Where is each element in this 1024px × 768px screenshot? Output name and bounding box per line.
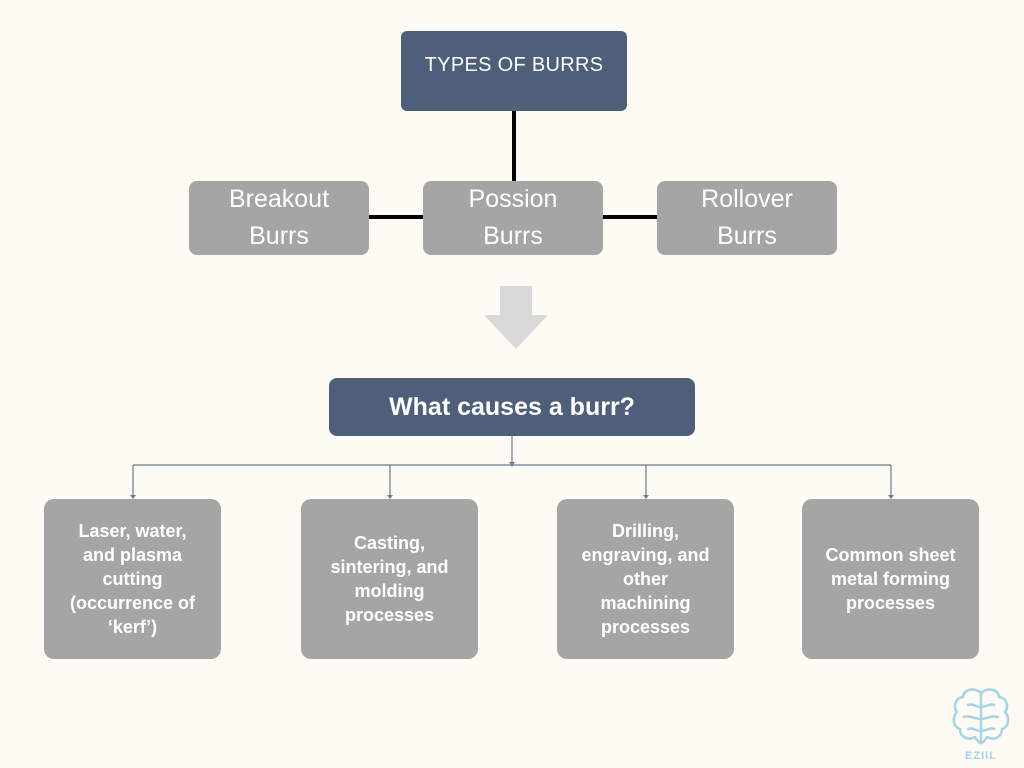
types-of-burrs-label: TYPES OF BURRS: [424, 53, 604, 76]
logo-text: EZIIL: [965, 750, 997, 762]
cause-node-laser-cutting: Laser, water, and plasma cutting (occurr…: [44, 499, 221, 659]
cause-label: Casting, sintering, and molding processe…: [330, 533, 449, 625]
cause-node-casting: Casting, sintering, and molding processe…: [301, 499, 478, 659]
rollover-burrs-label: Rollover Burrs: [701, 185, 793, 250]
possion-burrs-node: Possion Burrs: [423, 181, 603, 255]
cause-label: Drilling, engraving, and other machining…: [581, 521, 710, 637]
what-causes-burr-node: What causes a burr?: [329, 378, 695, 436]
cause-label: Common sheet metal forming processes: [825, 545, 956, 613]
branch-arrowheads: [130, 462, 894, 499]
down-arrow-icon: [484, 286, 548, 349]
what-causes-burr-label: What causes a burr?: [389, 392, 635, 421]
cause-node-sheet-metal: Common sheet metal forming processes: [802, 499, 979, 659]
breakout-burrs-node: Breakout Burrs: [189, 181, 369, 255]
breakout-burrs-label: Breakout Burrs: [228, 185, 330, 250]
brain-icon: [952, 688, 1010, 745]
possion-burrs-label: Possion Burrs: [468, 185, 558, 250]
types-of-burrs-node: TYPES OF BURRS: [401, 31, 627, 111]
cause-node-drilling: Drilling, engraving, and other machining…: [557, 499, 734, 659]
cause-label: Laser, water, and plasma cutting (occurr…: [69, 521, 196, 637]
rollover-burrs-node: Rollover Burrs: [657, 181, 837, 255]
